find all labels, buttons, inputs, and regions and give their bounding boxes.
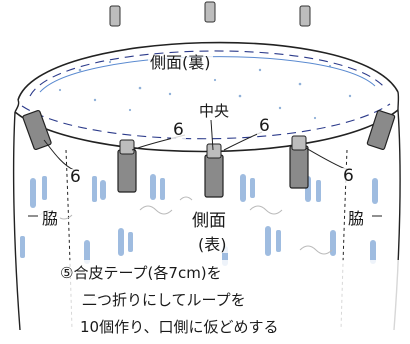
instruction-note: ⑤合皮テープ(各7cm)を 二つ折りにしてループを 10個作り、口側に仮どめする: [58, 260, 402, 341]
instruction-line: ⑤合皮テープ(各7cm)を: [60, 264, 222, 282]
front-loops: [22, 109, 396, 198]
loop-count-label: 6: [341, 166, 356, 186]
loop-count-label: 6: [171, 120, 186, 140]
loop-count-label: 6: [257, 116, 272, 136]
back-loops: [109, 1, 311, 27]
side-seam-right-label: 脇: [346, 209, 367, 228]
instruction-line: 二つ折りにしてループを: [82, 291, 246, 309]
loop-tops: [119, 135, 307, 159]
center-label: 中央: [197, 102, 232, 120]
loop-count-label: 6: [68, 167, 83, 187]
lining-speckle: [58, 60, 352, 120]
side-seam-left-label: 脇: [40, 209, 61, 228]
front-side-label: 側面: [190, 211, 228, 231]
lining-label: 側面(裏): [148, 53, 213, 72]
leader-lines: [28, 119, 382, 217]
instruction-line: 10個作り、口側に仮どめする: [80, 318, 279, 336]
front-side-sublabel: (表): [196, 235, 229, 254]
